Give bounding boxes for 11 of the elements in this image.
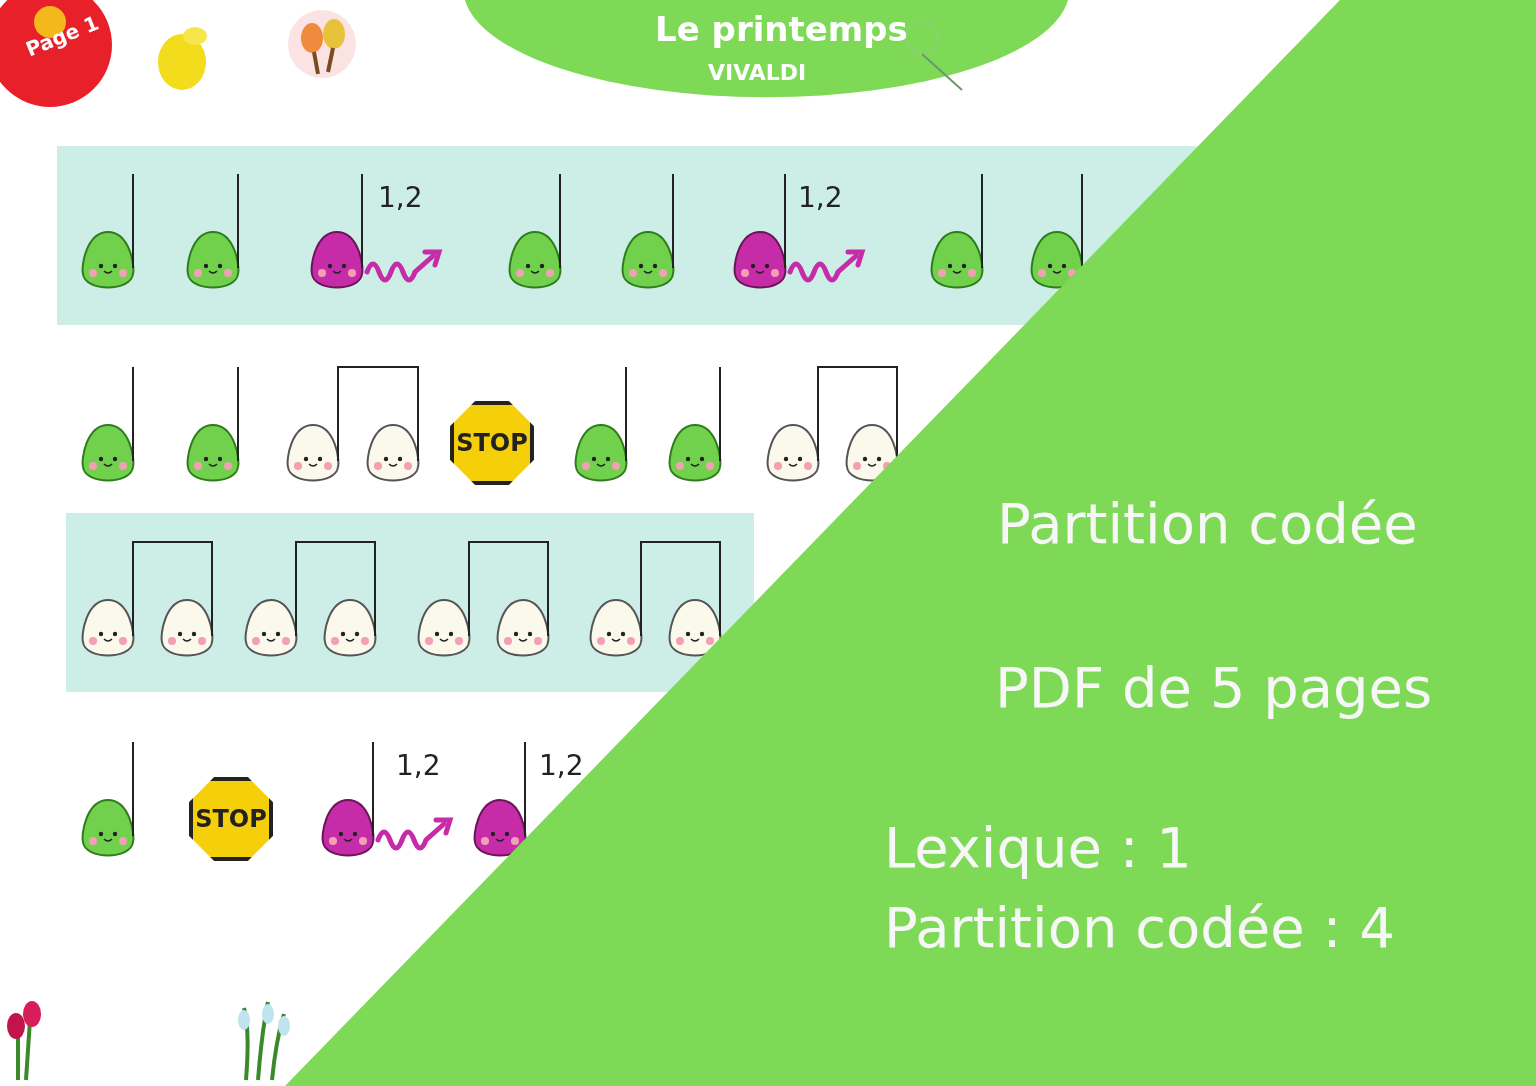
beat-count: 1,2	[378, 184, 423, 212]
stop-sign: STOP	[189, 777, 273, 861]
title: Le printemps	[655, 12, 908, 46]
subtitle: VIVALDI	[708, 62, 807, 84]
page-number: Page 1	[23, 12, 102, 60]
beat-count: 1,2	[539, 752, 584, 780]
stop-sign: STOP	[450, 401, 534, 485]
beat-count: 1,2	[396, 752, 441, 780]
beat-count: 1,2	[798, 184, 843, 212]
heading: Partition codée	[997, 496, 1418, 552]
info-line: Partition codée : 4	[884, 900, 1395, 956]
